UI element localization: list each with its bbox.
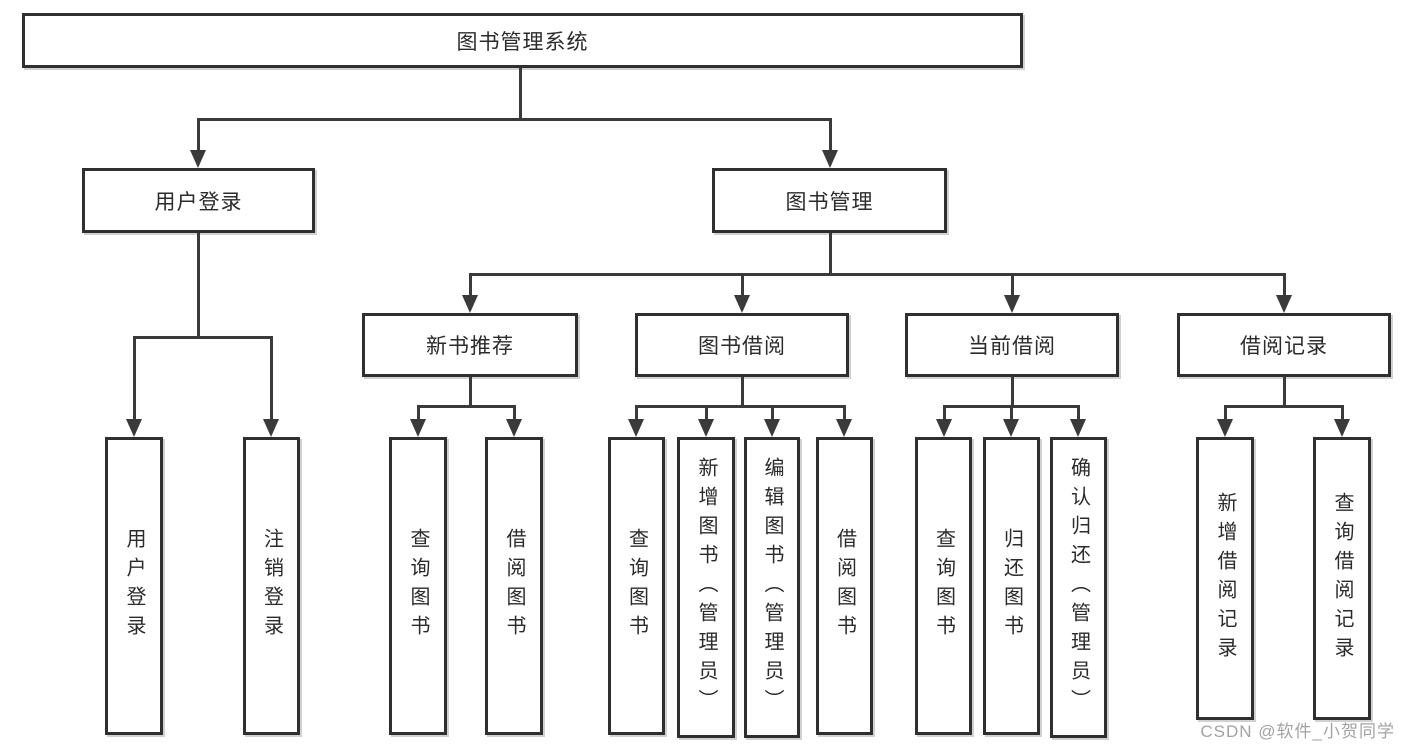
arrow-to-borrow-book-1 [506,419,522,437]
csdn-watermark: CSDN @软件_小贺同学 [1200,722,1395,741]
node-borrow-records: 借阅记录 [1177,313,1391,377]
leaf-query-borrow-record: 查询借阅记录 [1313,437,1371,720]
connector-records-crossbar [1224,405,1344,408]
arrow-to-query-book-2 [628,419,644,437]
leaf-add-borrow-record: 新增借阅记录 [1196,437,1254,720]
leaf-return-book-label: 归还图书 [1000,528,1023,644]
arrow-to-user-login [190,150,206,168]
connector-to-query-record [1341,405,1344,421]
arrow-to-query-record [1334,419,1350,437]
connector-to-book-management [829,118,832,152]
arrow-to-leaf-logout [263,419,279,437]
arrow-to-edit-book [764,419,780,437]
connector-to-query-book-2 [635,405,638,421]
node-new-book-recommend-label: 新书推荐 [426,335,514,358]
leaf-user-login-label: 用户登录 [123,528,145,644]
arrow-to-borrow-records [1276,295,1292,313]
connector-to-leaf-logout [270,336,273,421]
arrow-to-query-book-1 [410,419,426,437]
connector-login-stem [197,233,200,339]
leaf-query-book-3: 查询图书 [915,437,972,735]
leaf-logout-label: 注销登录 [260,528,283,644]
connector-to-user-login [197,118,200,152]
connector-to-book-borrow [741,273,744,297]
connector-to-borrow-records [1283,273,1286,297]
node-borrow-records-label: 借阅记录 [1240,335,1328,358]
connector-management-stem [829,233,832,275]
connector-to-borrow-book-1 [513,405,516,421]
leaf-confirm-return-admin: 确认归还（管理员） [1050,437,1107,738]
node-book-management: 图书管理 [712,168,947,233]
node-book-borrow-label: 图书借阅 [698,335,786,358]
connector-borrow-stem [741,377,744,407]
connector-root-crossbar [197,118,832,121]
arrow-to-borrow-book-2 [836,419,852,437]
leaf-borrow-book-1: 借阅图书 [485,437,543,735]
leaf-user-login: 用户登录 [105,437,163,735]
arrow-to-add-book [698,419,714,437]
connector-to-add-record [1224,405,1227,421]
connector-borrow-crossbar [635,405,846,408]
leaf-query-book-3-label: 查询图书 [932,528,955,644]
node-current-borrow-label: 当前借阅 [968,335,1056,358]
arrow-to-leaf-user-login [126,419,142,437]
node-user-login: 用户登录 [82,168,315,233]
node-root-label: 图书管理系统 [456,30,589,54]
leaf-query-book-1-label: 查询图书 [407,528,429,644]
leaf-query-book-2-label: 查询图书 [625,528,648,644]
leaf-add-book-admin: 新增图书（管理员） [677,437,735,738]
connector-root-stem [519,68,522,118]
node-new-book-recommend: 新书推荐 [362,313,578,377]
connector-to-query-book-1 [417,405,420,421]
leaf-query-book-2: 查询图书 [608,437,665,735]
node-book-borrow: 图书借阅 [635,313,849,377]
arrow-to-book-borrow [734,295,750,313]
leaf-query-book-1: 查询图书 [389,437,447,735]
connector-current-stem [1011,377,1014,407]
leaf-return-book: 归还图书 [983,437,1040,735]
node-user-login-label: 用户登录 [154,190,243,214]
connector-to-confirm-return [1077,405,1080,421]
arrow-to-confirm-return [1070,419,1086,437]
connector-login-crossbar [133,336,273,339]
leaf-query-borrow-record-label: 查询借阅记录 [1331,491,1353,666]
connector-management-crossbar [469,273,1286,276]
arrow-to-current-borrow [1004,295,1020,313]
connector-to-add-book [705,405,708,421]
leaf-borrow-book-2: 借阅图书 [816,437,873,735]
leaf-add-borrow-record-label: 新增借阅记录 [1214,491,1236,666]
connector-records-stem [1283,377,1286,407]
node-book-management-label: 图书管理 [785,190,874,214]
leaf-borrow-book-1-label: 借阅图书 [503,528,525,644]
connector-to-borrow-book-2 [843,405,846,421]
leaf-add-book-admin-label: 新增图书（管理员） [695,457,717,718]
connector-newbook-stem [469,377,472,407]
connector-to-current-borrow [1011,273,1014,297]
arrow-to-return-book [1003,419,1019,437]
leaf-edit-book-admin-label: 编辑图书（管理员） [761,457,783,718]
connector-to-edit-book [771,405,774,421]
arrow-to-add-record [1217,419,1233,437]
connector-to-leaf-user-login [133,336,136,421]
connector-to-new-book [469,273,472,297]
node-current-borrow: 当前借阅 [905,313,1119,377]
leaf-borrow-book-2-label: 借阅图书 [833,528,856,644]
node-root: 图书管理系统 [22,13,1023,68]
arrow-to-new-book [462,295,478,313]
arrow-to-query-book-3 [936,419,952,437]
leaf-logout: 注销登录 [243,437,300,735]
leaf-edit-book-admin: 编辑图书（管理员） [744,437,800,738]
connector-to-return-book [1010,405,1013,421]
leaf-confirm-return-admin-label: 确认归还（管理员） [1067,457,1090,718]
arrow-to-book-management [822,150,838,168]
connector-newbook-crossbar [417,405,516,408]
connector-to-query-book-3 [943,405,946,421]
